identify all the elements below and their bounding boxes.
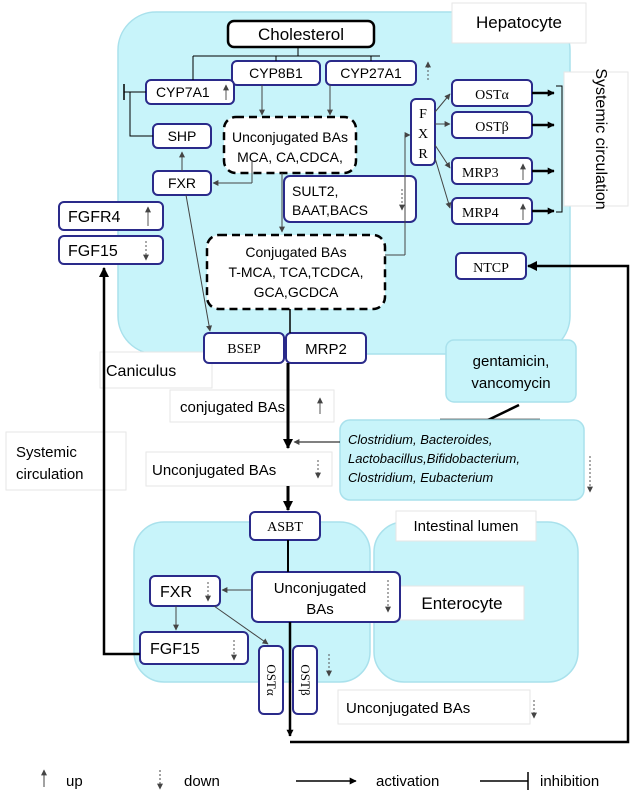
fgfr4-box [58,201,164,231]
ost-beta-enterocyte-box [292,645,318,715]
legend: up down activation inhibition [41,769,599,790]
cyp27a1-label: CYP27A1 [340,65,402,81]
conjugated-bas-liver-label-3: GCA,GCDCA [254,284,339,300]
mrp2-label: MRP2 [305,341,347,358]
caniculus-label: Caniculus [106,363,176,380]
legend-activation-label: activation [376,773,439,790]
fgfr4-label: FGFR4 [68,209,121,226]
conjugated-bas-liver-label-1: Conjugated BAs [245,244,346,260]
connector-lines [99,47,630,744]
unconjugated-bas-liver-label-2: MCA, CA,CDCA, [237,149,343,165]
cholesterol-label: Cholesterol [258,25,344,44]
fxr-intestine-box [149,575,221,607]
legend-down-label: down [184,773,220,790]
sult-label-2: BAAT,BACS [292,202,368,218]
systemic-circulation-left-label-2: circulation [16,466,84,483]
shp-label: SHP [168,128,197,144]
mrp3-label: MRP3 [462,166,499,181]
sult-baat-bacs-box [283,175,417,223]
enterocyte-label: Enterocyte [421,594,502,613]
hepatocyte-label: Hepatocyte [476,13,562,32]
unconjugated-bas-liver-box [222,115,358,175]
bacteria-label-1: Clostridium, Bacteroides, [348,432,493,447]
unconjugated-bas-enterocyte-box [251,571,401,623]
unconjugated-bas-liver-label-1: Unconjugated BAs [232,129,348,145]
bsep-box [203,332,285,364]
legend-up-label: up [66,773,83,790]
fxr-liver-label: FXR [168,175,196,191]
fgf15-liver-label: FGF15 [68,243,118,260]
fgf15-intestine-label: FGF15 [150,641,200,658]
ost-alpha-enterocyte-box [258,645,284,715]
ost-alpha-liver-label: OSTα [475,88,509,103]
antibiotics-label-2: vancomycin [471,375,550,392]
legend-inhibition-icon [480,772,529,790]
fxr-vertical-letter-r: R [418,147,428,162]
antibiotics-box [445,339,577,403]
systemic-circulation-right-label: Systemic circulation [592,68,609,209]
fxr-vertical-letter-f: F [419,107,427,122]
cyp8b1-label: CYP8B1 [249,65,303,81]
systemic-circulation-left-label-1: Systemic [16,444,77,461]
cholesterol-box [226,19,376,49]
unconjugated-bas-bottom-label: Unconjugated BAs [346,700,470,717]
ost-beta-liver-label: OSTβ [475,120,509,135]
bacteria-label-2: Lactobacillus,Bifidobacterium, [348,451,520,466]
fxr-intestine-label: FXR [160,584,192,601]
cyp7a1-label: CYP7A1 [156,84,210,100]
antibiotics-label-1: gentamicin, [473,353,550,370]
bsep-label: BSEP [227,342,261,357]
unconjugated-bas-enterocyte-label-1: Unconjugated [274,580,367,597]
ost-alpha-enterocyte-label: OSTα [264,664,279,696]
unconjugated-bas-enterocyte-label-2: BAs [306,601,334,618]
fxr-vertical-box [410,98,436,166]
fxr-vertical-letter-x: X [418,127,428,142]
systemic-circulation-bracket [556,85,563,213]
conjugated-bas-label: conjugated BAs [180,399,285,416]
ntcp-label: NTCP [473,261,509,276]
legend-inhibition-label: inhibition [540,773,599,790]
ost-beta-enterocyte-label: OSTβ [298,664,313,696]
conjugated-bas-liver-label-2: T-MCA, TCA,TCDCA, [228,264,363,280]
intestinal-lumen-label: Intestinal lumen [413,518,518,535]
bacteria-label-3: Clostridium, Eubacterium [348,470,493,485]
asbt-box [249,511,321,541]
fgf15-liver-box [58,235,164,265]
conjugated-bas-liver-box [205,233,387,311]
unconjugated-bas-mid-label: Unconjugated BAs [152,462,276,479]
sult-label-1: SULT2, [292,183,338,199]
mrp4-label: MRP4 [462,206,499,221]
asbt-label: ASBT [267,520,303,535]
antibiotics-inhibition-stem [487,403,520,422]
ntcp-box [455,252,527,280]
fgf15-intestine-box [139,631,249,665]
bacteria-box [339,419,585,501]
mrp2-box [285,332,367,364]
